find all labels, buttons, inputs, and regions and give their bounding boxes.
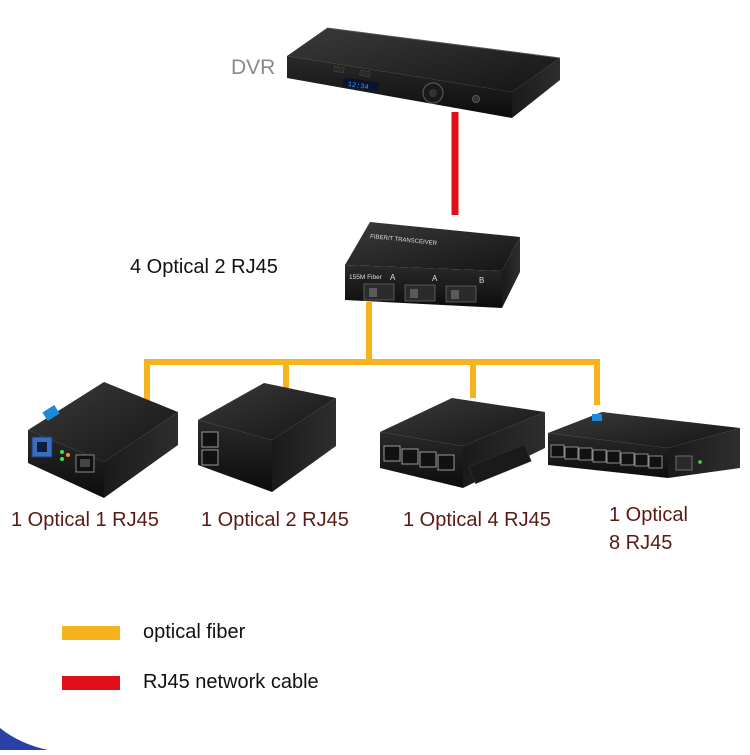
status-led [60,457,64,461]
corner-accent [0,728,48,750]
rj45-port [419,451,437,468]
sc-fiber-port-core [37,442,47,452]
fiber-port-dust-cap [410,289,418,298]
device-2-top-face [198,383,336,440]
rj45-port [401,448,419,465]
device-3-media-converter [380,398,545,488]
device-1-media-converter [28,382,178,498]
dvr-device: 12:34 [287,27,561,118]
dvr-button [359,69,371,78]
dvr-display-text: 12:34 [347,81,369,92]
rj45-port [606,450,621,464]
dvr-display [342,77,380,92]
rj45-port [564,446,579,460]
rj45-port [437,454,455,471]
dvr-top-edge [326,27,561,59]
dvr-button [333,65,345,74]
device-1-top-face [28,382,178,462]
rj45-port [201,449,219,466]
center-port-mark-3: B [479,276,484,285]
connections [144,112,600,405]
fiber-port [404,284,436,302]
device-1-side-face [104,412,178,498]
rj45-port [550,444,565,458]
device-1-label: 1 Optical 1 RJ45 [11,509,159,531]
device-2-label: 1 Optical 2 RJ45 [201,509,349,531]
center-side-face [502,237,520,308]
dvr-label: DVR [231,56,276,79]
fiber-port-dust-cap [369,288,377,297]
device-2-side-face [272,398,336,492]
rj45-port-slot [80,459,90,467]
rj45-port [592,449,607,463]
fiber-port [445,285,477,303]
legend-swatch-optical-fiber [62,626,120,640]
legend-swatch-rj45-cable [62,676,120,690]
device-4-switch [548,412,740,478]
rj45-port [578,447,593,461]
rj45-port [201,431,219,448]
legend-optical-fiber-label: optical fiber [143,621,246,643]
brand-logo [592,414,602,421]
device-4-label-line-1: 1 Optical [609,504,688,526]
device-3-label: 1 Optical 4 RJ45 [403,509,551,531]
dvr-side-face [512,58,560,118]
status-led [66,453,70,457]
center-port-mark-1: A [390,273,396,282]
device-4-label-line-2: 8 RJ45 [609,532,673,554]
rj45-port [648,455,663,469]
center-top-face [345,222,520,271]
fiber-port-dust-cap [451,290,459,299]
center-port-caption: 155M Fiber [349,274,383,281]
device-2-media-converter [198,383,336,492]
rj45-port [620,452,635,466]
rj45-port [634,453,649,467]
dvr-top-face [287,28,560,92]
status-led [60,450,64,454]
dvr-jog-dial-center [429,89,437,97]
legend-rj45-cable-label: RJ45 network cable [143,671,319,693]
vent-slots [468,444,532,484]
dvr-power-button [472,95,480,103]
device-3-top-face [380,398,545,446]
fiber-port [363,283,395,301]
sc-fiber-port [675,455,693,471]
center-transceiver: FIBER/T TRANSCEIVER 155M Fiber A A B [345,222,520,308]
status-led [698,460,702,464]
brand-logo [42,405,60,421]
rj45-port [383,445,401,462]
center-port-mark-2: A [432,274,438,283]
center-transceiver-label: 4 Optical 2 RJ45 [130,256,278,278]
